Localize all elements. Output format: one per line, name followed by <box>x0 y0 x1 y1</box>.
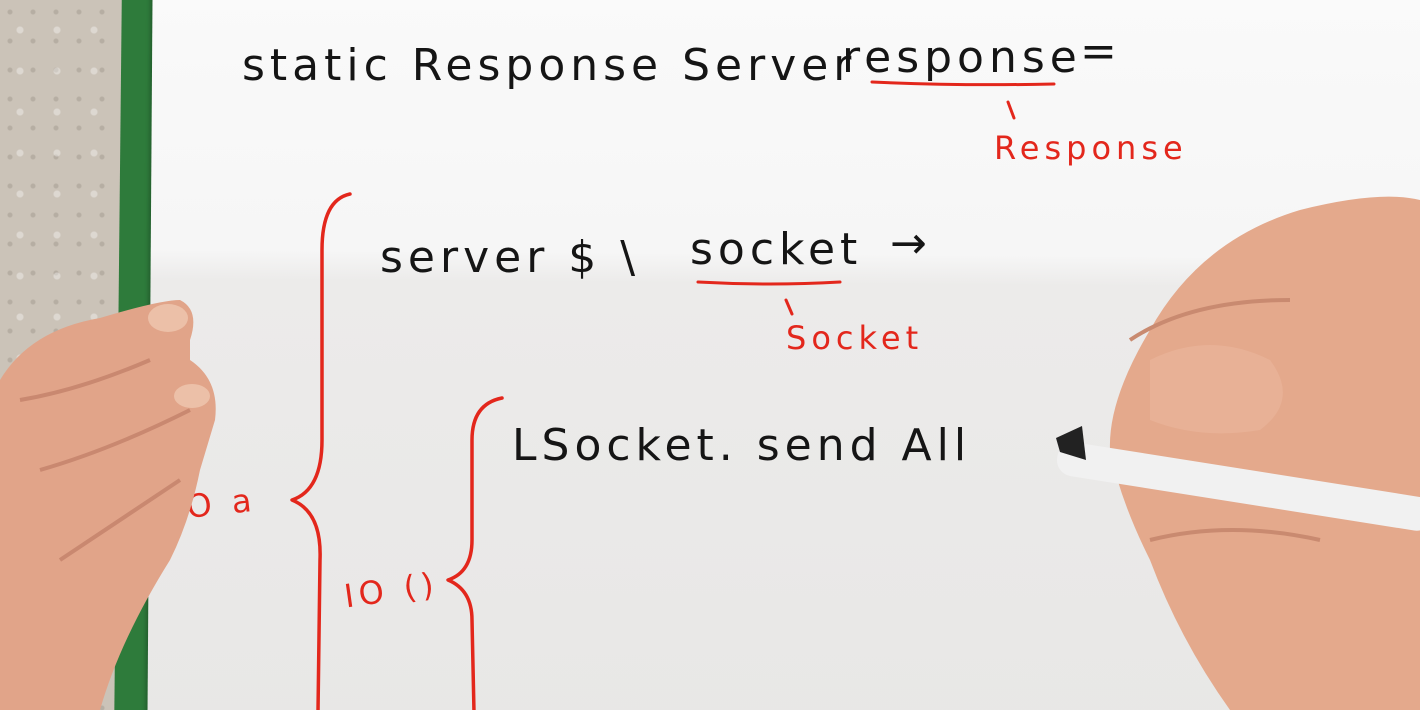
handwritten-equals: = <box>1080 26 1122 77</box>
marker-pen <box>1056 442 1420 531</box>
marker-tip <box>1056 426 1086 460</box>
handwritten-response-var: response <box>842 32 1082 83</box>
brace-io-unit <box>446 396 504 710</box>
underline-response <box>870 80 1056 87</box>
handwritten-server-lambda: server $ \ <box>380 232 641 283</box>
brace-io-a <box>290 192 352 710</box>
tick-response <box>1006 100 1016 120</box>
handwritten-socket-var: socket <box>690 224 863 275</box>
handwritten-send-all: LSocket. send All <box>512 420 972 471</box>
handwritten-signature: static Response Server <box>242 40 857 91</box>
handwritten-type-socket: Socket <box>786 319 924 357</box>
handwritten-arrow: → <box>890 218 932 269</box>
handwritten-type-response: Response <box>994 129 1188 167</box>
underline-socket <box>696 280 842 286</box>
tick-socket <box>784 298 794 316</box>
